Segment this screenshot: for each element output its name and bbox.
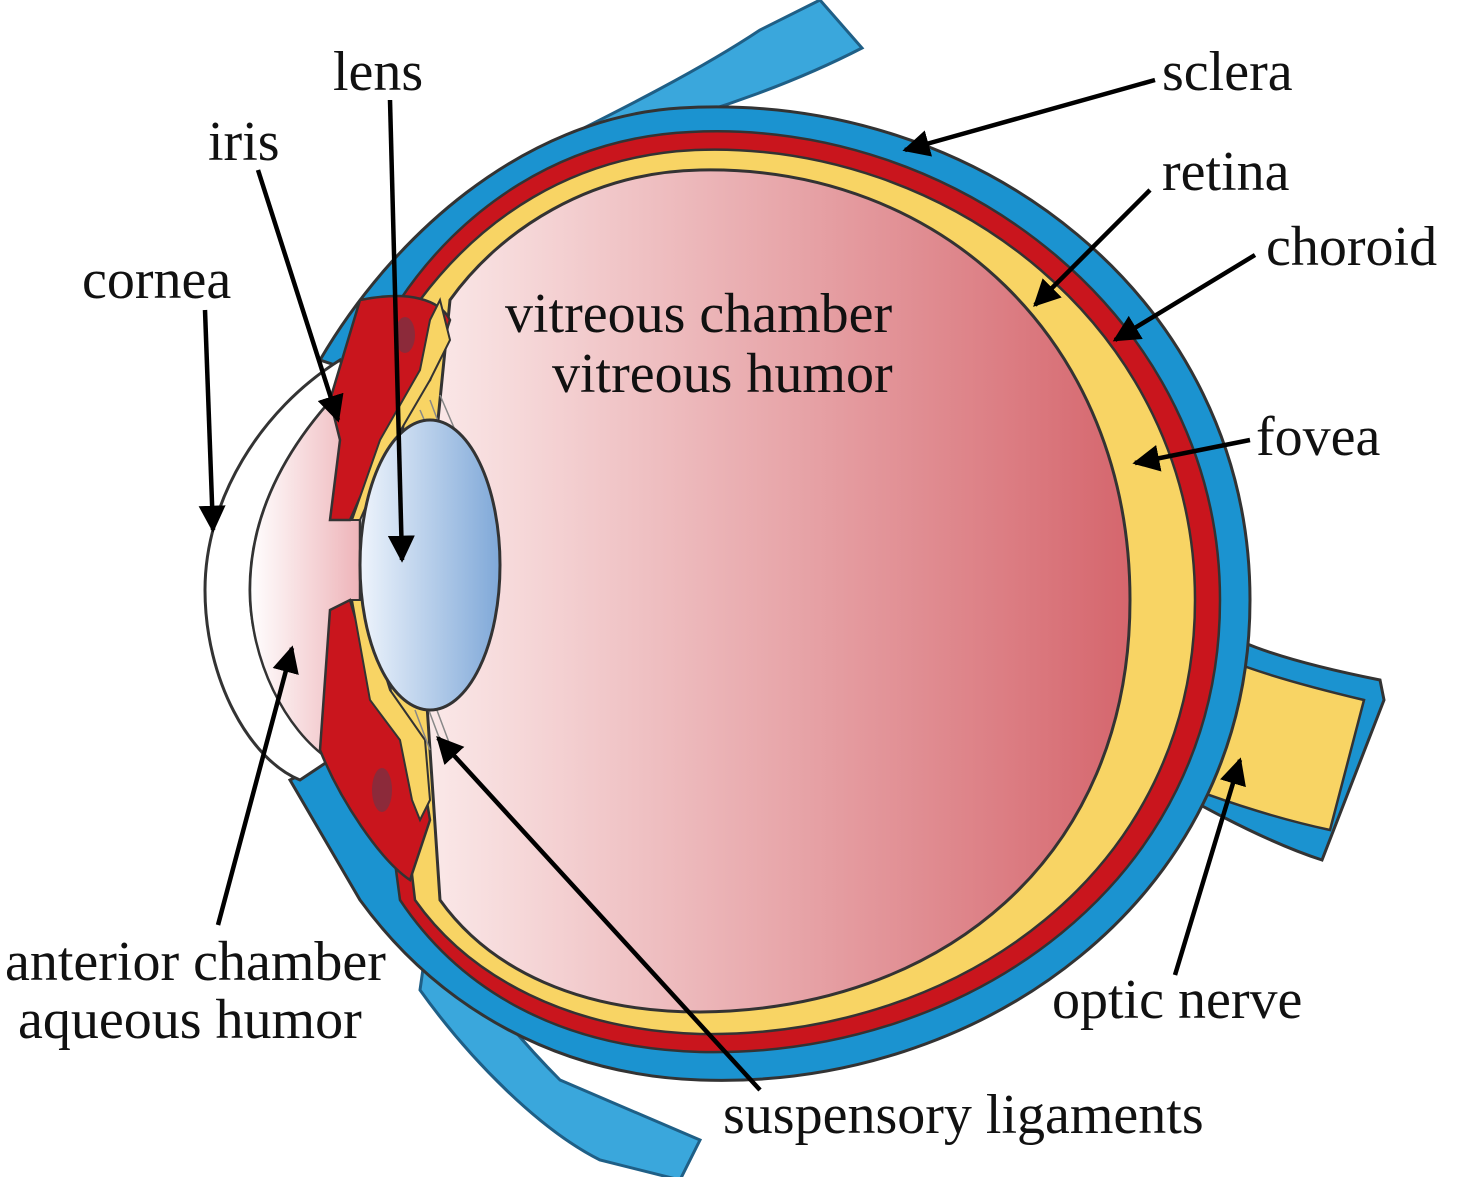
arrow-retina bbox=[1033, 188, 1152, 307]
label-suspensory-ligaments: suspensory ligaments bbox=[723, 1084, 1204, 1146]
label-fovea: fovea bbox=[1256, 406, 1381, 468]
label-cornea: cornea bbox=[82, 249, 231, 311]
arrow-choroid bbox=[1112, 253, 1257, 342]
iris-upper-yellow bbox=[350, 297, 452, 521]
arrow-fovea bbox=[1132, 437, 1251, 472]
arrow-lens bbox=[387, 99, 415, 563]
label-iris: iris bbox=[208, 111, 280, 173]
iris-lower-spot bbox=[372, 768, 392, 812]
lens-shape bbox=[358, 418, 502, 712]
label-aqueous-humor: aqueous humor bbox=[18, 989, 362, 1051]
vitreous-chamber bbox=[418, 168, 1132, 1014]
arrow-optic-nerve bbox=[1172, 757, 1246, 976]
label-lens: lens bbox=[333, 41, 423, 103]
iris-upper-spot bbox=[395, 317, 415, 353]
arrow-suspensory-ligaments bbox=[436, 736, 762, 1092]
label-choroid: choroid bbox=[1266, 216, 1437, 278]
arrow-cornea bbox=[198, 309, 226, 533]
arrow-anterior-chamber bbox=[215, 645, 299, 926]
label-vitreous-humor: vitreous humor bbox=[552, 343, 893, 405]
label-anterior-chamber: anterior chamber bbox=[5, 931, 386, 993]
arrow-iris bbox=[255, 169, 344, 423]
label-sclera: sclera bbox=[1162, 41, 1293, 103]
label-vitreous-chamber: vitreous chamber bbox=[505, 283, 893, 345]
label-retina: retina bbox=[1162, 141, 1290, 203]
arrow-sclera bbox=[902, 77, 1156, 157]
label-optic-nerve: optic nerve bbox=[1052, 969, 1302, 1031]
